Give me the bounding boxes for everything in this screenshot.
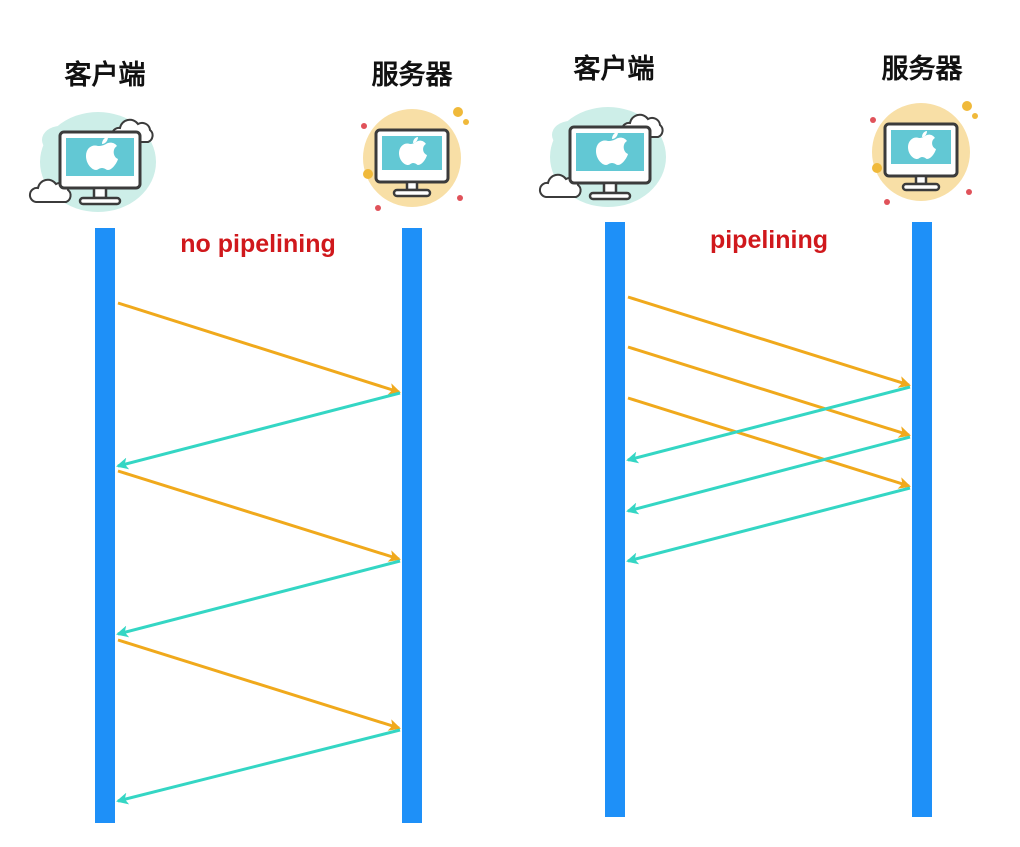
client-label: 客户端 — [574, 53, 655, 85]
response-arrow — [116, 559, 401, 638]
client-lifeline — [605, 222, 625, 817]
client-computer-icon — [538, 107, 666, 207]
client-computer-icon — [28, 112, 156, 212]
server-lifeline — [912, 222, 932, 817]
server-label: 服务器 — [882, 54, 964, 85]
client-label: 客户端 — [65, 59, 146, 91]
server-computer-icon — [361, 107, 469, 211]
panel-no-pipelining: 客户端 服务器 no p — [28, 59, 469, 823]
diagram-title: no pipelining — [180, 230, 336, 258]
server-lifeline — [402, 228, 422, 823]
response-arrow — [116, 391, 401, 470]
request-arrow — [627, 396, 911, 489]
response-arrow — [626, 385, 911, 464]
server-computer-icon — [870, 101, 978, 205]
request-arrow — [117, 638, 401, 731]
request-arrow — [117, 469, 401, 562]
request-arrow — [627, 345, 911, 438]
server-label: 服务器 — [372, 60, 454, 91]
diagram-title: pipelining — [710, 226, 828, 254]
response-arrow — [116, 728, 401, 805]
client-lifeline — [95, 228, 115, 823]
panel-pipelining: 客户端 服务器 pipe — [538, 53, 978, 817]
request-arrow — [117, 301, 401, 395]
response-arrow — [626, 486, 911, 565]
request-arrow — [627, 295, 911, 388]
response-arrow — [626, 435, 911, 515]
